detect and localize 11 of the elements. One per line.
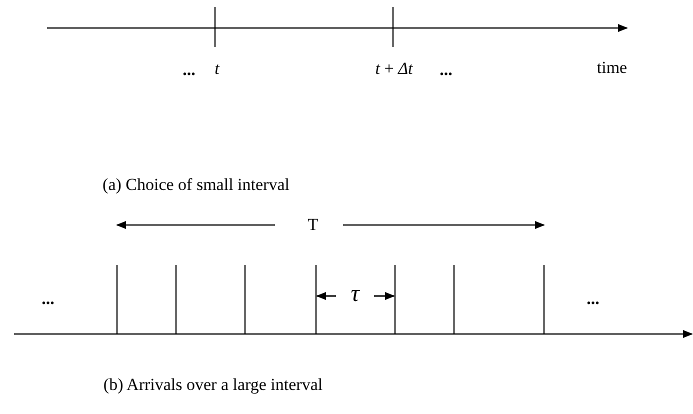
ellipsis: ... (440, 60, 452, 80)
ellipsis: ... (42, 289, 54, 309)
ellipsis: ... (586, 289, 600, 309)
caption: (a) Choice of small interval (102, 175, 290, 195)
tick-label: t + Δt (375, 59, 413, 79)
axis-label: time (596, 58, 628, 78)
tick-label: t (214, 59, 220, 79)
dimension-label: τ (350, 284, 360, 304)
ellipsis: ... (182, 60, 196, 80)
dimension-label: T (308, 215, 318, 235)
caption: (b) Arrivals over a large interval (103, 375, 323, 395)
